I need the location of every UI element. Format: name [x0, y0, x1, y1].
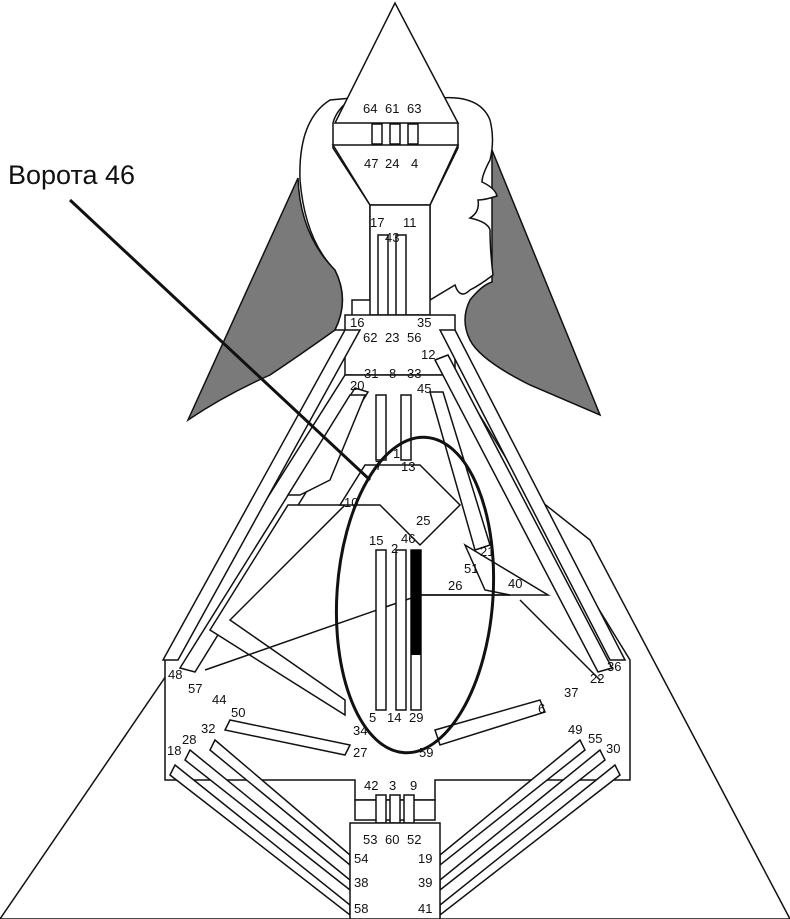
gate-label: 24: [385, 156, 399, 171]
channel-42-53: [375, 794, 387, 824]
gate-label: 20: [350, 378, 364, 393]
gate-label: 26: [448, 578, 462, 593]
gate-label: 59: [419, 745, 433, 760]
gate-label: 41: [418, 901, 432, 916]
gate-label: 64: [363, 101, 377, 116]
gate-label: 7: [375, 458, 382, 473]
gate-label: 38: [354, 875, 368, 890]
gate-label: 49: [568, 722, 582, 737]
channel-64-47: [371, 123, 383, 145]
gate-label: 61: [385, 101, 399, 116]
gate-label: 9: [410, 778, 417, 793]
gate-label: 18: [167, 743, 181, 758]
gate-label: 10: [344, 495, 358, 510]
gate-caption: Ворота 46: [8, 160, 136, 190]
channel-17-62: [377, 234, 389, 316]
channel-12-22: [433, 354, 614, 673]
gate-label: 44: [212, 692, 226, 707]
channel-2-14: [395, 549, 407, 711]
gate-label: 14: [387, 710, 401, 725]
gate-label: 8: [389, 366, 396, 381]
gate-label: 17: [370, 215, 384, 230]
gate-label: 32: [201, 721, 215, 736]
right-shoulder-shade: [464, 149, 602, 417]
gate-label: 21: [480, 544, 494, 559]
channel-31-7: [375, 394, 387, 461]
gate-label: 35: [417, 315, 431, 330]
g-center: [338, 464, 462, 547]
gate-label: 15: [369, 533, 383, 548]
gate-label: 36: [607, 659, 621, 674]
channel-9-52: [403, 794, 415, 824]
gate-label: 16: [350, 315, 364, 330]
gate-label: 5: [369, 710, 376, 725]
channel-45-21: [429, 391, 491, 551]
channel-3-60: [389, 794, 401, 824]
gate-label: 33: [407, 366, 421, 381]
head-center: [333, 1, 460, 124]
gate-label: 48: [168, 667, 182, 682]
channel-11-56: [395, 234, 407, 316]
channel-27-50: [223, 719, 352, 756]
gate-label: 56: [407, 330, 421, 345]
channel-8-1: [400, 394, 412, 461]
gate-label: 28: [182, 732, 196, 747]
gate-label: 63: [407, 101, 421, 116]
channel-16-48: [161, 329, 362, 661]
channel-10-20: [286, 394, 367, 496]
gate-label: 2: [391, 541, 398, 556]
gate-label: 52: [407, 832, 421, 847]
head-silhouette: [299, 97, 371, 331]
gate-label: 40: [508, 576, 522, 591]
gate-label: 12: [421, 347, 435, 362]
gate-label: 19: [418, 851, 432, 866]
pointer-line: [68, 198, 372, 482]
gate-label: 45: [417, 381, 431, 396]
gate-label: 23: [385, 330, 399, 345]
channel-37-40: [519, 599, 601, 681]
gate-label: 42: [364, 778, 378, 793]
gate-label: 4: [411, 156, 418, 171]
gate-label: 62: [363, 330, 377, 345]
gate-46-highlight: [411, 550, 421, 655]
gate-label: 1: [393, 446, 400, 461]
channel-63-4: [407, 123, 419, 145]
gate-label: 22: [590, 671, 604, 686]
face-profile: [429, 96, 498, 302]
gate-label: 55: [588, 731, 602, 746]
gate-label: 50: [231, 705, 245, 720]
gate-label: 6: [538, 701, 545, 716]
gate-label: 30: [606, 741, 620, 756]
gate-label: 11: [403, 215, 417, 230]
gate-label: 43: [385, 230, 399, 245]
gate-label: 31: [364, 366, 378, 381]
gate-label: 60: [385, 832, 399, 847]
gate-label: 13: [401, 459, 415, 474]
gate-label: 58: [354, 901, 368, 916]
channel-61-24: [389, 123, 401, 145]
gate-label: 25: [416, 513, 430, 528]
gate-label: 54: [354, 851, 368, 866]
gate-label: 27: [353, 745, 367, 760]
gate-label: 29: [409, 710, 423, 725]
gate-label: 53: [363, 832, 377, 847]
gate-label: 37: [564, 685, 578, 700]
channel-35-36: [438, 329, 627, 661]
gate-label: 57: [188, 681, 202, 696]
gate-label: 39: [418, 875, 432, 890]
focus-ellipse: [334, 435, 496, 755]
gate-label: 3: [389, 778, 396, 793]
gate-label: 51: [464, 561, 478, 576]
channel-15-5: [375, 549, 387, 711]
gate-label: 46: [401, 531, 415, 546]
gate-label: 34: [353, 723, 367, 738]
root-center: [349, 822, 441, 919]
gate-label: 47: [364, 156, 378, 171]
